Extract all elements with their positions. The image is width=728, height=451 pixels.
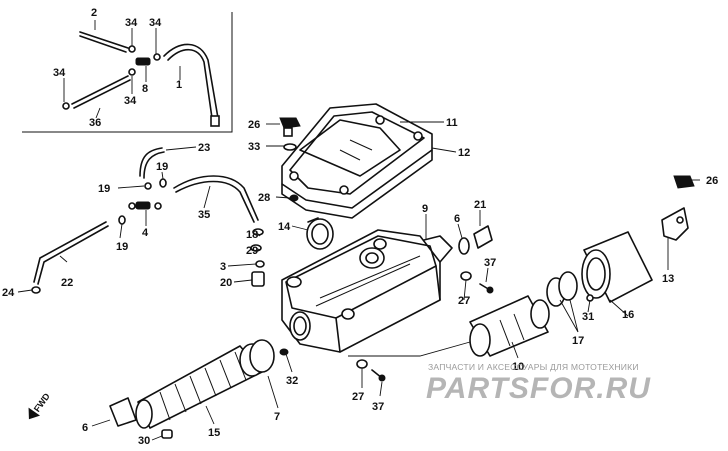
- air-cleaner-case: [281, 229, 453, 353]
- leader-lines: [17, 20, 700, 441]
- callout-19-c: 19: [116, 241, 128, 253]
- callout-36: 36: [89, 117, 101, 129]
- callout-10: 10: [512, 361, 524, 373]
- callout-17: 17: [572, 335, 584, 347]
- callout-29: 29: [246, 245, 258, 257]
- fwd-arrow-icon: [28, 407, 41, 420]
- callout-14: 14: [278, 221, 291, 233]
- callout-13: 13: [662, 273, 674, 285]
- callout-34-a: 34: [125, 17, 138, 29]
- callout-24: 24: [2, 287, 15, 299]
- callout-19-b: 19: [156, 161, 168, 173]
- fwd-label: FWD: [32, 391, 52, 414]
- callout-12: 12: [458, 147, 470, 159]
- callout-6-a: 6: [454, 213, 460, 225]
- callout-7: 7: [274, 411, 280, 423]
- callout-1: 1: [176, 79, 182, 91]
- intake-tube: [109, 339, 289, 439]
- callout-11: 11: [446, 117, 458, 129]
- mount-bracket: [661, 175, 695, 241]
- callout-27-b: 27: [352, 391, 364, 403]
- callout-18: 18: [246, 229, 258, 241]
- callout-9: 9: [422, 203, 428, 215]
- callout-33: 33: [248, 141, 260, 153]
- callout-21: 21: [474, 199, 486, 211]
- callout-26-b: 26: [706, 175, 718, 187]
- callout-20: 20: [220, 277, 232, 289]
- fwd-indicator: FWD: [28, 391, 52, 420]
- callout-34-b: 34: [149, 17, 162, 29]
- callout-15: 15: [208, 427, 220, 439]
- callout-34-c: 34: [53, 67, 66, 79]
- watermark: ЗАПЧАСТИ И АКСЕССУАРЫ ДЛЯ МОТОТЕХНИКИ PA…: [426, 362, 651, 405]
- callout-numbers: 2 34 34 34 8 1 34 36 26 33 11 12 23 19 1…: [2, 7, 718, 447]
- watermark-logo: PARTSFOR.RU: [426, 372, 651, 405]
- case-cover: [281, 103, 433, 219]
- callout-2: 2: [91, 7, 97, 19]
- callout-28: 28: [258, 192, 270, 204]
- callout-23: 23: [198, 142, 210, 154]
- callout-22: 22: [61, 277, 73, 289]
- watermark-caption: ЗАПЧАСТИ И АКСЕССУАРЫ ДЛЯ МОТОТЕХНИКИ: [428, 362, 639, 372]
- callout-16: 16: [622, 309, 634, 321]
- callout-6-b: 6: [82, 422, 88, 434]
- cover-fasteners: [279, 117, 301, 202]
- seal: [306, 217, 334, 250]
- filter-element: [469, 231, 653, 357]
- callout-30: 30: [138, 435, 150, 447]
- case-hardware: [356, 225, 494, 382]
- breather-inset: [22, 12, 233, 133]
- callout-19-a: 19: [98, 183, 110, 195]
- callout-31: 31: [582, 311, 594, 323]
- callout-3: 3: [220, 261, 226, 273]
- callout-32: 32: [286, 375, 298, 387]
- callout-8: 8: [142, 83, 148, 95]
- callout-27-a: 27: [458, 295, 470, 307]
- callout-37-a: 37: [484, 257, 496, 269]
- callout-37-b: 37: [372, 401, 384, 413]
- callout-4: 4: [142, 227, 149, 239]
- callout-34-d: 34: [124, 95, 137, 107]
- callout-26-a: 26: [248, 119, 260, 131]
- callout-35: 35: [198, 209, 210, 221]
